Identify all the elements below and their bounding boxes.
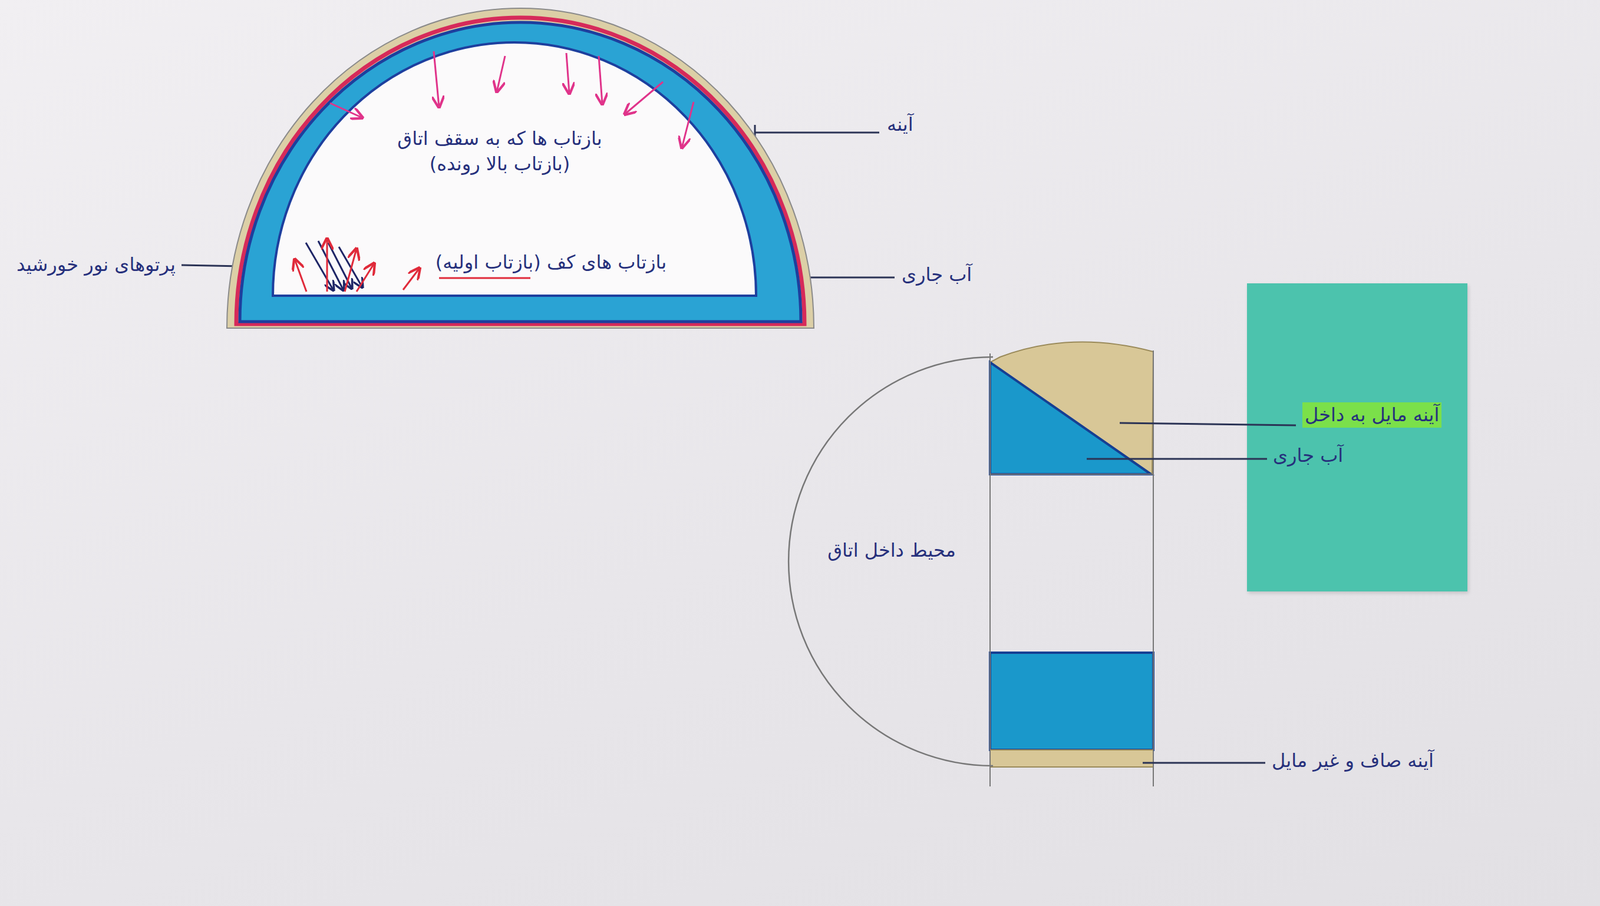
path-shape xyxy=(990,342,1154,475)
line-shape xyxy=(566,53,570,94)
rect-shape xyxy=(990,750,1154,768)
node-text: بازتاب ها که به سقف اتاق (بازتاب بالا رو… xyxy=(373,126,627,177)
rect-shape xyxy=(990,652,1154,751)
line-shape xyxy=(1142,762,1266,765)
node-text: آب جاری xyxy=(1272,443,1344,469)
line-shape xyxy=(624,81,663,115)
line-shape xyxy=(1119,423,1296,426)
line-shape xyxy=(344,248,357,292)
sunlight-label: پرتوهای نور خورشید xyxy=(16,252,176,278)
path-shape xyxy=(788,357,994,767)
path-shape xyxy=(236,17,805,325)
line-shape xyxy=(681,101,694,148)
mirror-label: آینه xyxy=(886,111,914,138)
sticky-note: آینه مایل به داخل آب جاری xyxy=(1246,283,1468,592)
line-shape xyxy=(990,473,1154,475)
line-shape xyxy=(598,55,603,105)
line-shape xyxy=(330,103,363,118)
line-shape xyxy=(439,277,531,280)
line-shape xyxy=(356,263,375,292)
dome-room: بازتاب ها که به سقف اتاق (بازتاب بالا رو… xyxy=(200,8,841,329)
path-shape xyxy=(272,42,757,296)
flat-mirror-label: آینه صاف و غیر مایل xyxy=(1271,748,1434,774)
line-shape xyxy=(305,242,334,291)
path-shape xyxy=(990,362,1151,475)
line-shape xyxy=(403,268,420,290)
g-shape xyxy=(294,238,420,292)
line-shape xyxy=(496,55,506,92)
node-text: آینه مایل به داخل xyxy=(1302,402,1442,428)
water-label: آب جاری xyxy=(901,262,972,288)
node-text: محیط داخل اتاق xyxy=(827,538,956,564)
path-shape xyxy=(239,22,801,322)
line-shape xyxy=(989,353,991,787)
line-shape xyxy=(1086,458,1268,461)
line-shape xyxy=(326,238,329,292)
line-shape xyxy=(433,51,440,108)
path-shape xyxy=(226,8,814,329)
g-shape xyxy=(305,241,363,291)
line-shape xyxy=(1152,350,1154,787)
room-interior: محیط داخل اتاق xyxy=(788,356,994,767)
node-text: بازتاب های کف (بازتاب اولیه) xyxy=(435,249,667,276)
line-shape xyxy=(294,259,307,292)
line-shape xyxy=(754,132,880,134)
